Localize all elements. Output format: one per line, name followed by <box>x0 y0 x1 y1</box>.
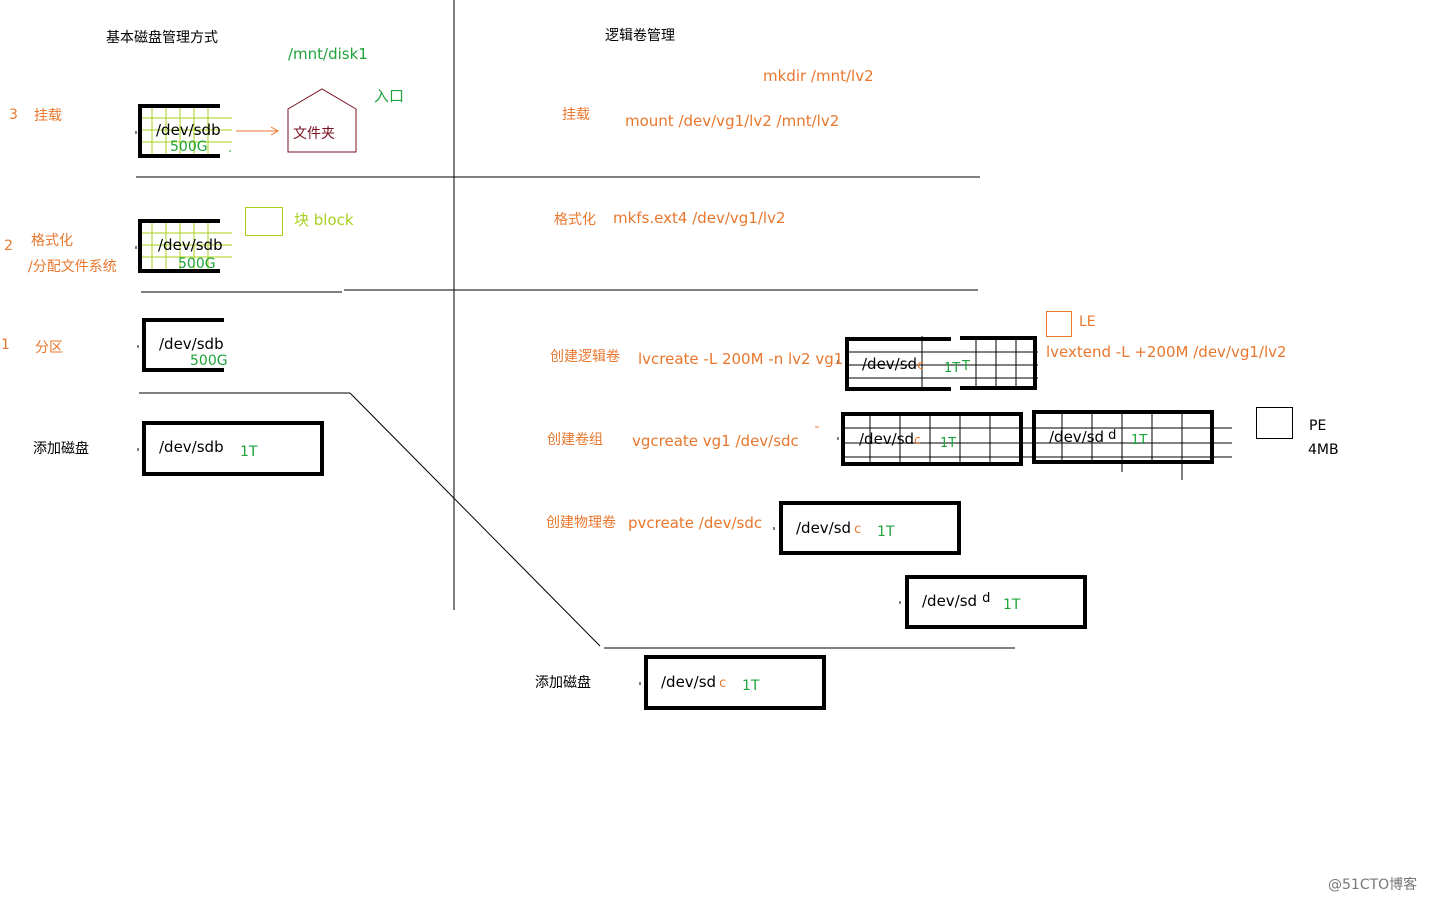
mount-command: mount /dev/vg1/lv2 /mnt/lv2 <box>625 112 840 130</box>
entry-label: 入口 <box>374 87 405 105</box>
mount-disk-size: 500G <box>170 139 208 155</box>
step1-partition-label: 分区 <box>35 340 63 356</box>
pvcreate-label: 创建物理卷 <box>546 515 616 531</box>
vg-disk-grid <box>842 411 1232 480</box>
mount-disk-box <box>138 104 220 158</box>
step1-number: 1 <box>1 337 10 353</box>
lv-disk-grid <box>846 336 1038 390</box>
block-square-icon <box>245 207 283 236</box>
vgcreate-command: vgcreate vg1 /dev/sdc <box>632 432 799 450</box>
format-disk-grid <box>140 220 232 272</box>
pv-disk-c-size: 1T <box>877 524 895 540</box>
partition-disk-name: /dev/sdb <box>159 335 224 353</box>
add-disk-name-left: /dev/sdb <box>159 438 224 456</box>
stray-marks <box>135 131 901 685</box>
format-disk-box <box>138 219 220 273</box>
lvcreate-label: 创建逻辑卷 <box>550 349 620 365</box>
le-square-icon <box>1046 311 1072 337</box>
step3-mount-label: 挂载 <box>34 108 62 124</box>
add-disk-size-right: 1T <box>742 678 760 694</box>
add-disk-box-right <box>644 655 826 710</box>
arrow-head <box>270 126 280 136</box>
le-label: LE <box>1079 314 1096 330</box>
watermark: @51CTO博客 <box>1328 877 1418 893</box>
vgcreate-label: 创建卷组 <box>547 432 603 448</box>
block-label: 块 block <box>294 211 354 229</box>
lvm-mount-label: 挂载 <box>562 107 590 123</box>
mount-disk-name: /dev/sdb <box>156 121 221 139</box>
mkdir-command: mkdir /mnt/lv2 <box>763 67 874 85</box>
lvm-format-label: 格式化 <box>554 212 596 228</box>
lv-disk-box-a <box>845 337 951 391</box>
lv-disk-box-b <box>960 336 1037 390</box>
add-disk-label-right: 添加磁盘 <box>535 675 591 691</box>
format-disk-name: /dev/sdb <box>158 236 223 254</box>
lv-disk-name: /dev/sdc <box>862 355 924 373</box>
lvextend-command: lvextend -L +200M /dev/vg1/lv2 <box>1046 343 1287 361</box>
lv-disk-size: 1T <box>944 361 961 376</box>
pe-square-icon <box>1256 407 1293 439</box>
vg-disk-c-size: 1T <box>940 436 957 451</box>
add-disk-size-left: 1T <box>240 444 258 460</box>
vg-disk-box-d <box>1032 410 1214 464</box>
vg-disk-box-c <box>841 412 1023 466</box>
basic-disk-title: 基本磁盘管理方式 <box>106 30 218 46</box>
pe-size-label: 4MB <box>1308 442 1339 458</box>
folder-label: 文件夹 <box>293 126 335 142</box>
lvcreate-command: lvcreate -L 200M -n lv2 vg1 <box>638 350 844 368</box>
vg-disk-c-name: /dev/sdc <box>859 430 921 448</box>
format-disk-size: 500G <box>178 256 216 272</box>
partition-disk-size: 500G <box>190 353 228 369</box>
pv-disk-box-d <box>905 575 1087 629</box>
pe-label: PE <box>1309 418 1327 434</box>
folder-house <box>287 88 357 153</box>
pv-disk-d-size: 1T <box>1003 597 1021 613</box>
step3-number: 3 <box>9 107 18 123</box>
lv-disk-size-b: T <box>962 359 970 374</box>
vg-disk-d-size: 1T <box>1131 433 1148 448</box>
partition-disk-box <box>142 318 224 372</box>
lvm-title: 逻辑卷管理 <box>605 28 675 44</box>
step2-filesystem-label: /分配文件系统 <box>28 259 117 275</box>
step2-number: 2 <box>4 238 13 254</box>
mount-disk-grid <box>140 105 232 157</box>
diagonal-connector <box>349 392 601 647</box>
step2-format-label: 格式化 <box>31 233 73 249</box>
pv-disk-box-c <box>779 501 961 555</box>
add-disk-label-left: 添加磁盘 <box>33 441 89 457</box>
add-disk-box-left <box>142 421 324 476</box>
mkfs-command: mkfs.ext4 /dev/vg1/lv2 <box>613 209 786 227</box>
pvcreate-command: pvcreate /dev/sdc <box>628 514 763 532</box>
mount-path-label: /mnt/disk1 <box>288 45 368 63</box>
